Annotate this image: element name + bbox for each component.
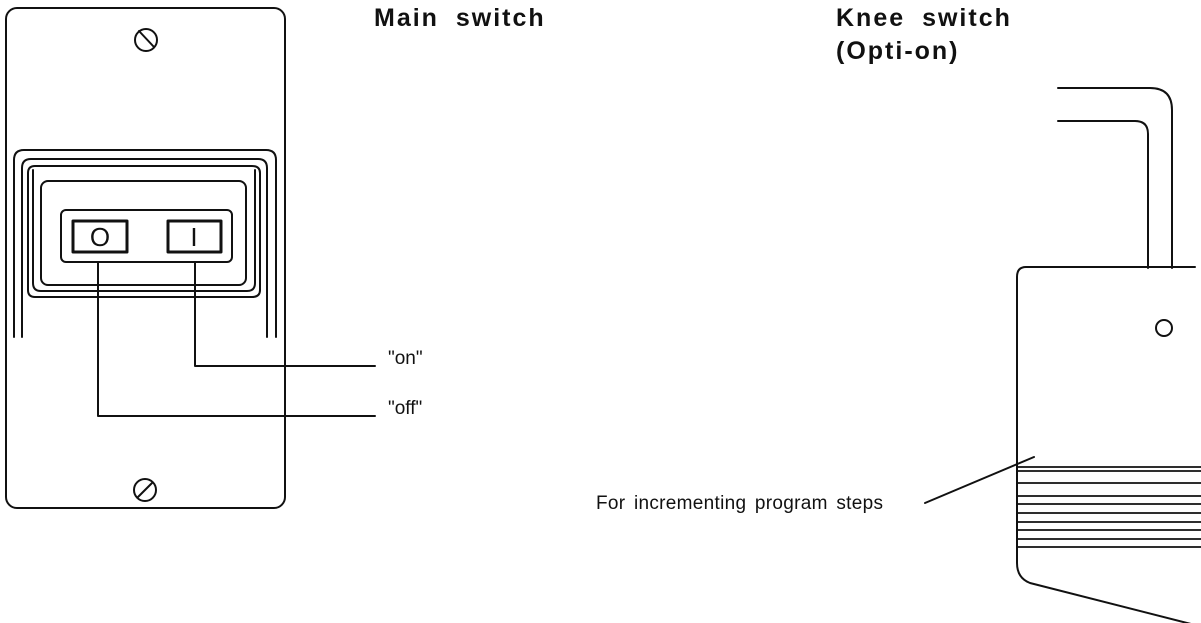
increment-label: For incrementing program steps	[596, 493, 884, 514]
knee-switch-title: Knee switch (Opti-on)	[836, 4, 1012, 65]
off-leader-line	[97, 261, 376, 417]
grip-ribs	[1016, 466, 1201, 548]
main-switch-plate	[5, 7, 286, 509]
on-symbol: I	[190, 222, 197, 252]
rocker-panel	[60, 209, 233, 263]
mounting-hole-icon	[1155, 319, 1173, 337]
knee-switch-body	[924, 87, 1201, 623]
main-switch-title: Main switch	[374, 4, 546, 32]
off-button	[71, 219, 129, 254]
on-button	[166, 219, 223, 254]
increment-leader-line	[924, 456, 1035, 504]
bottom-screw-icon	[133, 478, 157, 502]
knee-cable-outer	[1057, 87, 1173, 269]
off-symbol: O	[90, 222, 110, 252]
top-screw-icon	[134, 28, 158, 52]
knee-cable-inner	[1057, 120, 1149, 269]
knee-housing	[1016, 266, 1196, 623]
on-label: "on"	[388, 348, 423, 369]
off-label: "off"	[388, 398, 423, 419]
plate-outline	[5, 7, 286, 509]
on-leader-line	[194, 261, 376, 367]
switch-frame	[13, 149, 277, 338]
